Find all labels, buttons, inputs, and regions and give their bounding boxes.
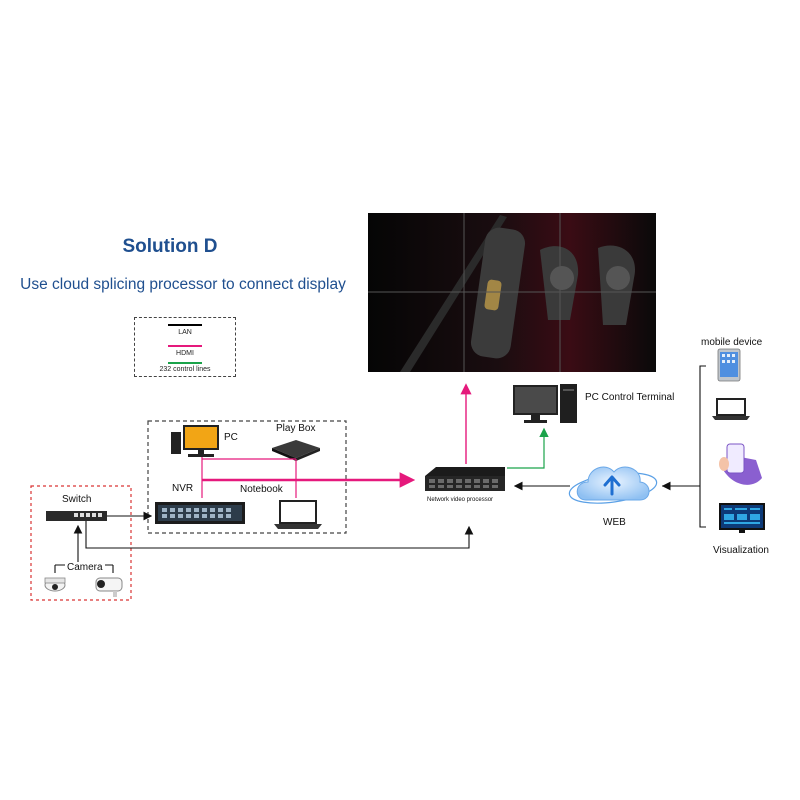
tablet-icon <box>717 348 741 382</box>
switch-to-processor-arrow <box>85 521 474 549</box>
visualization-label: Visualization <box>713 545 769 556</box>
legend-control-label: 232 control lines <box>159 366 211 373</box>
play-box-icon <box>272 440 320 461</box>
switch-camera-box <box>30 485 132 601</box>
legend-hdmi-label: HDMI <box>176 350 194 357</box>
processor-to-pc-control-arrow <box>507 427 549 469</box>
source-group-box <box>147 420 347 534</box>
bullet-camera-icon <box>95 577 123 597</box>
switch-label: Switch <box>62 494 92 505</box>
legend-control-line <box>168 362 202 364</box>
switch-icon <box>46 511 107 521</box>
pc-label: PC <box>224 432 238 443</box>
processor-label: Network video processor <box>427 497 494 503</box>
video-wall <box>368 213 656 372</box>
notebook-label: Notebook <box>240 484 283 495</box>
devices-bracket <box>662 365 706 528</box>
pc-control-terminal-label: PC Control Terminal <box>585 392 675 403</box>
phone-in-hand-icon <box>719 443 762 485</box>
network-video-processor-icon <box>425 467 505 491</box>
diagram-title: Solution D <box>122 236 218 257</box>
camera-label: Camera <box>65 562 105 573</box>
nvr-label: NVR <box>172 483 194 494</box>
mobile-device-label: mobile device <box>701 337 763 348</box>
visualization-monitor-icon <box>719 503 765 533</box>
web-label: WEB <box>603 517 626 528</box>
legend-lan-line <box>168 324 202 326</box>
notebook-icon <box>274 500 322 529</box>
legend: LAN HDMI 232 control lines <box>134 317 236 377</box>
dome-camera-icon <box>44 577 66 592</box>
nvr-icon <box>155 502 245 524</box>
legend-lan-label: LAN <box>178 329 192 336</box>
web-cloud-icon <box>568 466 658 504</box>
diagram-subtitle: Use cloud splicing processor to connect … <box>20 276 346 293</box>
pc-control-terminal-icon <box>513 384 577 423</box>
pc-icon <box>171 425 219 457</box>
play-box-label: Play Box <box>276 423 316 434</box>
legend-hdmi-line <box>168 345 202 347</box>
laptop-icon <box>712 398 750 420</box>
